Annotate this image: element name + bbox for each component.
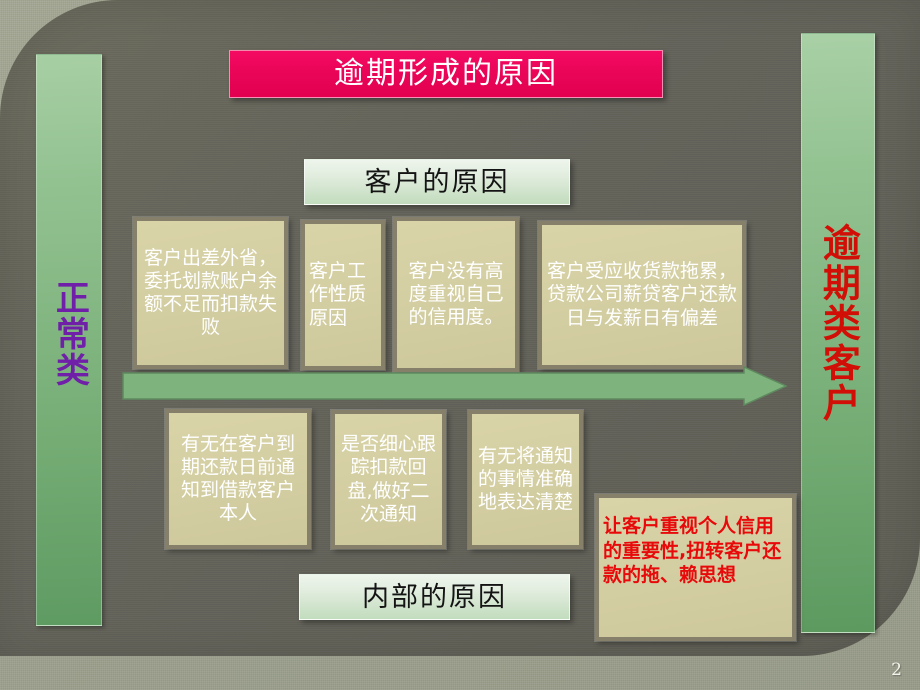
section-header-customer: 客户的原因 (304, 159, 570, 205)
internal-reason-box-2: 是否细心跟踪扣款回盘,做好二次通知 (330, 409, 447, 550)
internal-reason-text-1: 有无在客户到期还款日前通知到借款客户本人 (180, 432, 295, 525)
page-number: 2 (891, 660, 902, 680)
customer-reason-box-1: 客户出差外省，委托划款账户余额不足而扣款失败 (132, 216, 289, 370)
customer-reason-text-4: 客户受应收货款拖累，贷款公司薪贷客户还款日与发薪日有偏差 (546, 260, 737, 329)
right-arrow-icon (122, 366, 787, 406)
conclusion-box: 让客户重视个人信用的重要性,扭转客户还款的拖、赖思想 (594, 493, 797, 642)
internal-reason-text-3: 有无将通知的事情准确地表达清楚 (477, 444, 573, 514)
right-category-bar: 逾期类客户 (801, 33, 875, 633)
section-header-customer-label: 客户的原因 (364, 166, 510, 198)
customer-reason-text-1: 客户出差外省，委托划款账户余额不足而扣款失败 (143, 246, 277, 339)
customer-reason-box-4: 客户受应收货款拖累，贷款公司薪贷客户还款日与发薪日有偏差 (537, 220, 747, 370)
internal-reason-text-2: 是否细心跟踪扣款回盘,做好二次通知 (340, 433, 436, 525)
internal-reason-box-1: 有无在客户到期还款日前通知到借款客户本人 (164, 408, 312, 550)
slide-title-banner: 逾期形成的原因 (229, 50, 663, 98)
section-header-internal: 内部的原因 (299, 574, 570, 620)
section-header-internal-label: 内部的原因 (362, 581, 507, 613)
page-title: 逾期形成的原因 (334, 56, 558, 91)
left-category-label: 正常类 (49, 280, 90, 388)
customer-reason-box-2: 客户工作性质原因 (300, 219, 386, 371)
right-category-label: 逾期类客户 (816, 223, 862, 423)
customer-reason-box-3: 客户没有高度重视自己的信用度。 (392, 216, 520, 373)
conclusion-text: 让客户重视个人信用的重要性,扭转客户还款的拖、赖思想 (603, 515, 782, 587)
internal-reason-box-3: 有无将通知的事情准确地表达清楚 (467, 409, 584, 550)
left-category-bar: 正常类 (36, 54, 102, 626)
customer-reason-text-2: 客户工作性质原因 (309, 260, 367, 329)
customer-reason-text-3: 客户没有高度重视自己的信用度。 (408, 259, 504, 329)
